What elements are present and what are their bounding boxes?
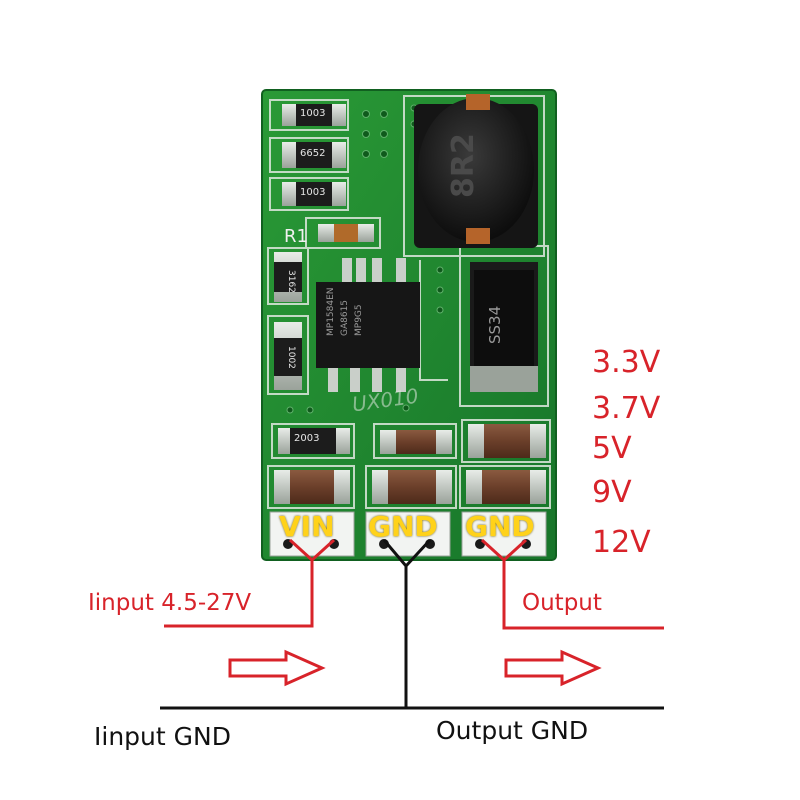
res-marking-1003b: 1003 bbox=[300, 187, 326, 198]
pin-pad-vin bbox=[269, 511, 355, 557]
res-marking-1002: 1002 bbox=[286, 346, 296, 369]
voltage-option: 5V bbox=[592, 431, 632, 466]
output-gnd-label: Output GND bbox=[436, 716, 589, 745]
voltage-option: 12V bbox=[592, 525, 651, 560]
ic-marking-line1: MP1584EN bbox=[326, 287, 336, 336]
pin-pad-gnd-output bbox=[461, 511, 547, 557]
r1-label: R1 bbox=[284, 226, 308, 247]
voltage-option: 3.3V bbox=[592, 345, 661, 380]
diode-marking: SS34 bbox=[486, 305, 504, 344]
output-label: Output bbox=[522, 590, 602, 616]
inductor bbox=[418, 98, 534, 242]
res-marking-1003a: 1003 bbox=[300, 108, 326, 119]
pin-label-vin: VIN bbox=[279, 510, 335, 543]
res-marking-2003: 2003 bbox=[294, 433, 320, 444]
voltage-option: 3.7V bbox=[592, 391, 661, 426]
ground-wire bbox=[160, 538, 664, 710]
res-marking-3162: 3162 bbox=[286, 270, 296, 293]
output-flow-arrow-icon bbox=[504, 649, 602, 687]
ic-marking-line3: MP9G5 bbox=[354, 304, 364, 336]
schottky-diode bbox=[474, 270, 534, 366]
ic-marking-line2: GA8615 bbox=[340, 299, 350, 336]
pin-pad-gnd-input bbox=[365, 511, 451, 557]
input-wire bbox=[164, 538, 336, 628]
pin-label-gnd-input: GND bbox=[368, 510, 438, 543]
input-gnd-label: Iinput GND bbox=[94, 722, 231, 751]
voltage-option: 9V bbox=[592, 475, 632, 510]
output-wire bbox=[480, 538, 664, 630]
inductor-marking: 8R2 bbox=[446, 133, 481, 198]
buck-converter-ic bbox=[316, 282, 420, 368]
res-marking-6652: 6652 bbox=[300, 148, 326, 159]
pin-label-gnd-output: GND bbox=[465, 510, 535, 543]
input-flow-arrow-icon bbox=[228, 649, 326, 687]
input-voltage-label: Iinput 4.5-27V bbox=[88, 590, 252, 616]
